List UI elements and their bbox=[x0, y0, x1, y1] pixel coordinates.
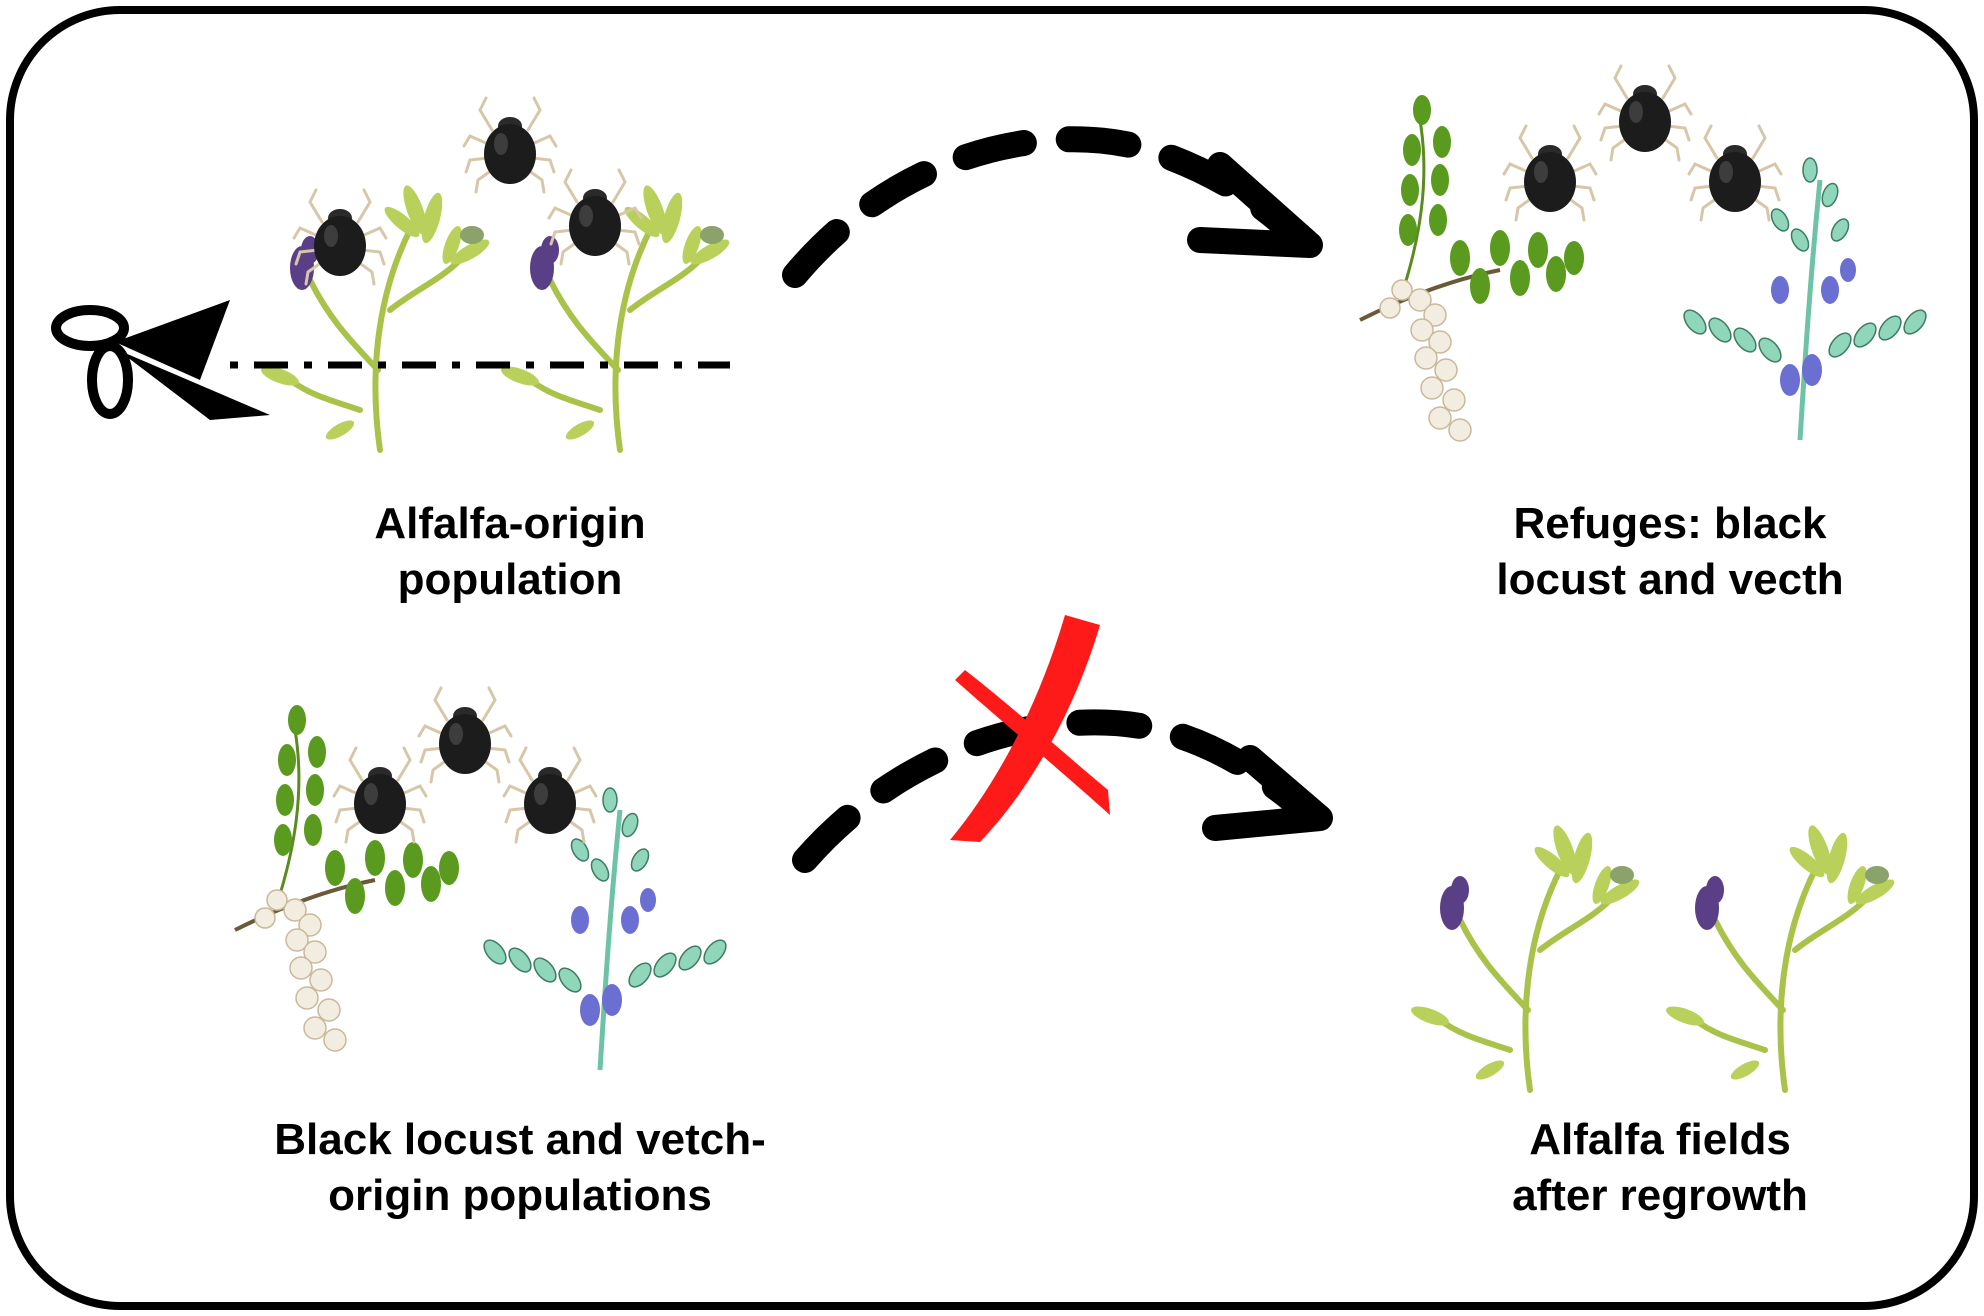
red-cross-icon bbox=[950, 615, 1110, 842]
dashed-arrow-icon bbox=[782, 126, 1323, 288]
label-alfalfa-fields: Alfalfa fields after regrowth bbox=[1512, 1115, 1808, 1220]
label-refuges: Refuges: black locust and vecth bbox=[1496, 499, 1844, 604]
rounded-frame bbox=[6, 6, 1978, 1310]
label-alfalfa-origin: Alfalfa-origin population bbox=[374, 499, 646, 604]
label-locust-vetch-origin: Black locust and vetch- origin populatio… bbox=[274, 1115, 766, 1220]
dashed-arrow-icon bbox=[792, 709, 1333, 873]
scissors-icon bbox=[51, 300, 270, 420]
